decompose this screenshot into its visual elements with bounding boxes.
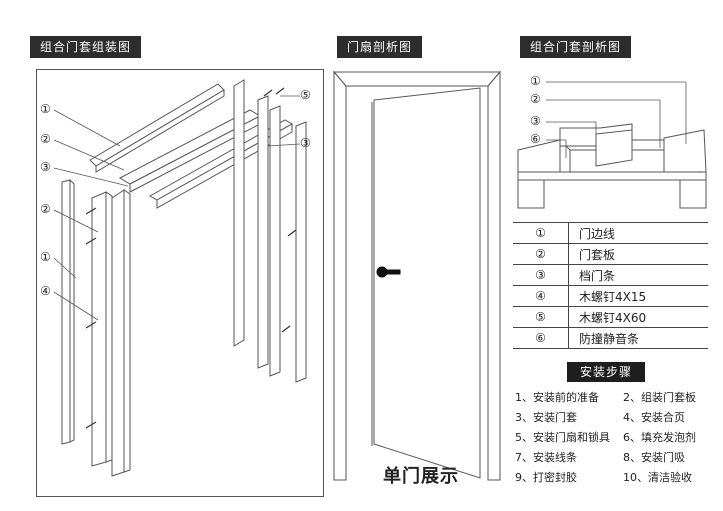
part-name: 档门条 <box>568 264 708 286</box>
part-name: 门套板 <box>568 243 708 265</box>
step-item: 3、安装门套 <box>515 411 577 424</box>
callout-2-side: ② <box>40 202 51 216</box>
part-number: ⑥ <box>513 327 569 349</box>
step-item: 6、填充发泡剂 <box>623 431 696 444</box>
part-number: ① <box>513 222 569 244</box>
step-item: 8、安装门吸 <box>623 451 685 464</box>
part-name: 防撞静音条 <box>568 327 708 349</box>
step-item: 4、安装合页 <box>623 411 685 424</box>
step-item: 10、清洁验收 <box>623 471 692 484</box>
door-frame <box>332 70 502 481</box>
part-name: 门边线 <box>568 222 708 244</box>
part-number: ② <box>513 243 569 265</box>
step-item: 9、打密封胶 <box>515 471 577 484</box>
assembly-diagram-panel <box>36 69 324 497</box>
callout-5: ⑤ <box>300 88 311 102</box>
step-item: 2、组装门套板 <box>623 391 696 404</box>
step-item: 1、安装前的准备 <box>515 391 599 404</box>
callout-2-top: ② <box>40 132 51 146</box>
assembly-diagram-header: 组合门套组装图 <box>30 36 142 58</box>
callout-1-top: ① <box>40 102 51 116</box>
part-number: ④ <box>513 285 569 307</box>
door-leaf <box>371 87 481 479</box>
callout-1-side: ① <box>40 250 51 264</box>
right-door-edge-line <box>295 121 307 383</box>
installation-steps-header: 安装步骤 <box>567 362 645 382</box>
left-frame-board <box>91 191 113 467</box>
part-name: 木螺钉4X60 <box>568 306 708 328</box>
frame-section-header: 组合门套剖析图 <box>520 36 632 58</box>
frame-section-drawing <box>517 123 707 209</box>
right-upright-1 <box>233 79 245 347</box>
step-item: 7、安装线条 <box>515 451 577 464</box>
right-upright-3 <box>269 105 281 377</box>
section-callout-2: ② <box>530 92 541 106</box>
section-callout-3: ③ <box>530 114 541 128</box>
callout-4: ④ <box>40 284 51 298</box>
left-jamb-outer <box>111 189 131 477</box>
right-upright-2 <box>257 95 269 369</box>
left-door-edge-line <box>61 178 75 445</box>
part-number: ⑤ <box>513 306 569 328</box>
callout-3: ③ <box>40 160 51 174</box>
section-callout-1: ① <box>530 74 541 88</box>
section-callout-6: ⑥ <box>530 132 541 146</box>
single-door-caption: 单门展示 <box>383 466 459 487</box>
part-number: ③ <box>513 264 569 286</box>
step-item: 5、安装门扇和锁具 <box>515 431 610 444</box>
door-leaf-section-header: 门扇剖析图 <box>337 36 423 58</box>
part-name: 木螺钉4X15 <box>568 285 708 307</box>
callout-3-right: ③ <box>300 136 311 150</box>
door-handle <box>376 266 401 278</box>
top-door-edge-line <box>89 83 225 173</box>
